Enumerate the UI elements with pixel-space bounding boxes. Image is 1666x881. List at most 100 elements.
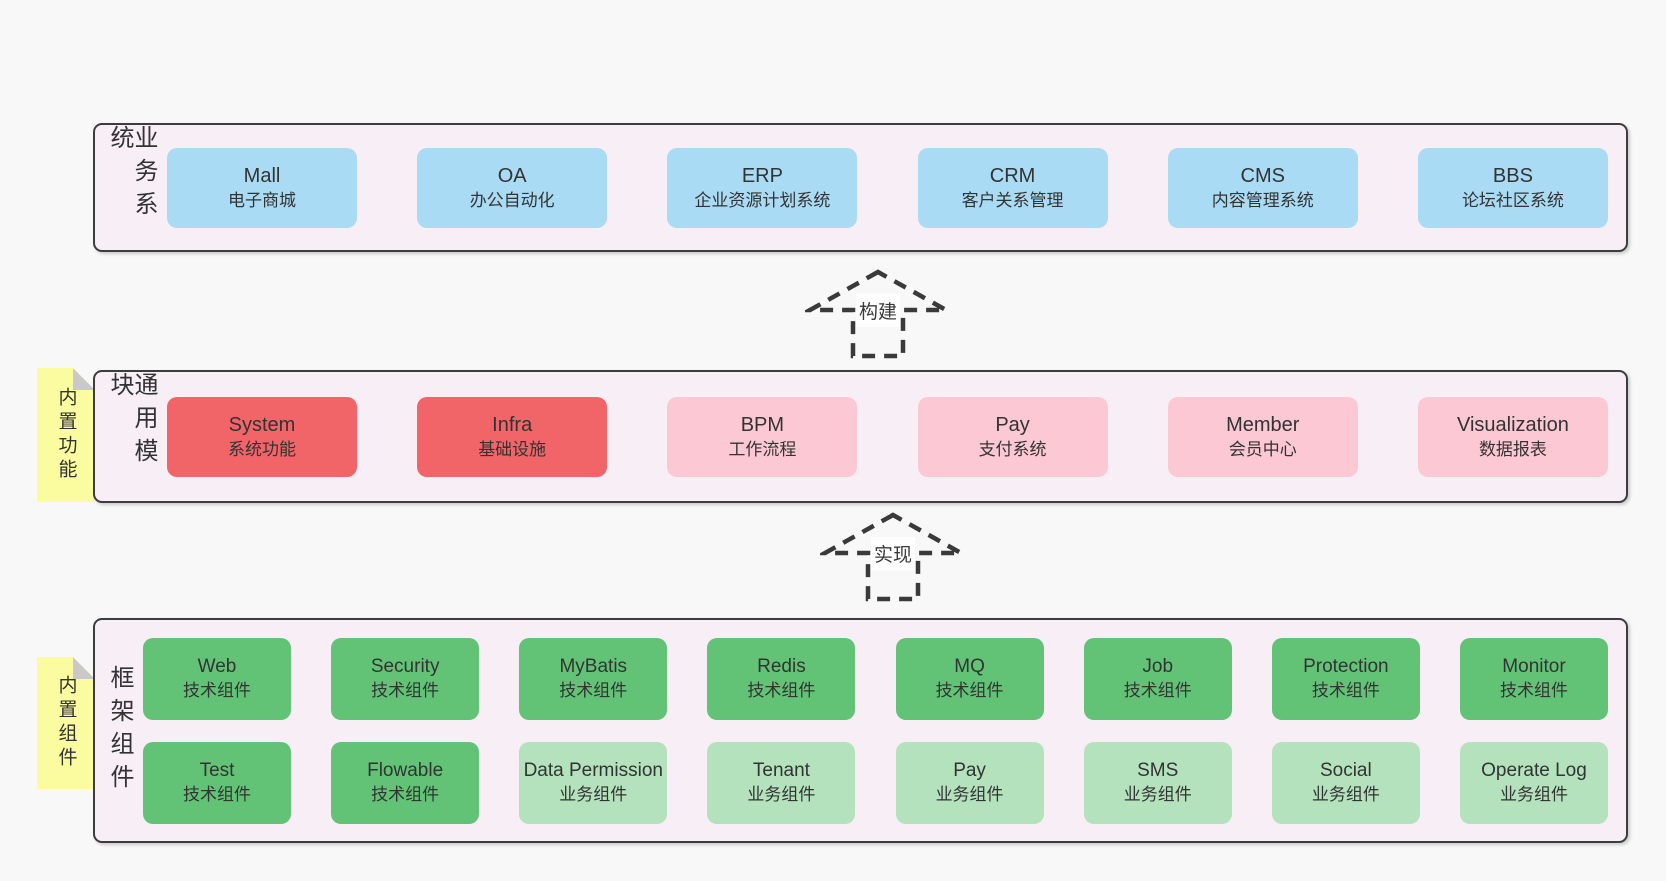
sticky-note-label: 内置组件 xyxy=(55,675,77,771)
box-subtitle: 会员中心 xyxy=(1228,439,1297,459)
box-data-permission: Data Permission 业务组件 xyxy=(519,741,668,824)
box-title: Data Permission xyxy=(523,760,663,782)
box-subtitle: 技术组件 xyxy=(183,680,251,700)
box-subtitle: 系统功能 xyxy=(228,439,296,459)
box-cms: CMS 内容管理系统 xyxy=(1167,147,1358,228)
box-title: Redis xyxy=(757,656,806,678)
panel-label-common-modules: 通用模块 xyxy=(106,372,157,471)
framework-components-row-2: Test 技术组件 Flowable 技术组件 Data Permission … xyxy=(143,741,1608,824)
box-title: CRM xyxy=(989,164,1036,187)
box-subtitle: 论坛社区系统 xyxy=(1461,190,1564,210)
box-subtitle: 电子商城 xyxy=(228,190,296,210)
box-subtitle: 基础设施 xyxy=(478,439,547,459)
box-visualization: Visualization 数据报表 xyxy=(1417,396,1608,477)
box-subtitle: 技术组件 xyxy=(1499,680,1568,700)
box-subtitle: 业务组件 xyxy=(1499,784,1568,804)
box-subtitle: 业务组件 xyxy=(1311,784,1380,804)
sticky-note-built-in-features: 内置功能 xyxy=(37,368,95,502)
box-subtitle: 技术组件 xyxy=(371,680,440,700)
box-flowable: Flowable 技术组件 xyxy=(331,741,480,824)
arrow-up-dashed-icon xyxy=(820,512,966,602)
box-oa: OA 办公自动化 xyxy=(417,147,608,228)
box-bpm: BPM 工作流程 xyxy=(667,396,858,477)
panel-label-business-systems: 业务系统 xyxy=(106,125,157,224)
panel-label-framework-components: 框架组件 xyxy=(106,664,133,797)
box-subtitle: 业务组件 xyxy=(935,784,1004,804)
box-system: System 系统功能 xyxy=(167,396,357,477)
box-social: Social 业务组件 xyxy=(1271,741,1420,824)
box-title: ERP xyxy=(741,164,783,187)
box-subtitle: 技术组件 xyxy=(183,784,251,804)
box-title: Monitor xyxy=(1502,656,1566,678)
box-tenant: Tenant 业务组件 xyxy=(707,741,856,824)
box-title: Infra xyxy=(492,413,533,436)
panel-common-modules: 通用模块 System 系统功能 Infra 基础设施 BPM 工作流程 Pay… xyxy=(93,370,1628,503)
framework-components-row-1: Web 技术组件 Security 技术组件 MyBatis 技术组件 Redi… xyxy=(143,637,1608,720)
box-subtitle: 技术组件 xyxy=(1311,680,1380,700)
box-subtitle: 技术组件 xyxy=(1123,680,1192,700)
box-title: Social xyxy=(1319,760,1372,782)
box-subtitle: 数据报表 xyxy=(1478,439,1547,459)
box-title: Visualization xyxy=(1456,413,1569,436)
box-title: Pay xyxy=(953,760,986,782)
box-title: Security xyxy=(370,656,440,678)
box-subtitle: 客户关系管理 xyxy=(961,190,1064,210)
box-mq: MQ 技术组件 xyxy=(895,637,1044,720)
box-title: MyBatis xyxy=(559,656,628,678)
box-title: Protection xyxy=(1303,656,1389,678)
common-modules-row: System 系统功能 Infra 基础设施 BPM 工作流程 Pay 支付系统… xyxy=(157,396,1626,477)
box-title: Operate Log xyxy=(1481,760,1587,782)
box-title: SMS xyxy=(1137,760,1179,782)
box-web: Web 技术组件 xyxy=(143,637,291,720)
box-title: Test xyxy=(199,760,235,782)
box-security: Security 技术组件 xyxy=(331,637,480,720)
box-crm: CRM 客户关系管理 xyxy=(917,147,1108,228)
box-redis: Redis 技术组件 xyxy=(707,637,856,720)
box-title: BPM xyxy=(740,413,785,436)
box-subtitle: 企业资源计划系统 xyxy=(694,190,831,210)
box-title: OA xyxy=(497,164,527,187)
box-subtitle: 内容管理系统 xyxy=(1211,190,1314,210)
box-title: Mall xyxy=(243,164,281,187)
business-systems-row: Mall 电子商城 OA 办公自动化 ERP 企业资源计划系统 CRM 客户关系… xyxy=(157,147,1626,228)
box-protection: Protection 技术组件 xyxy=(1271,637,1420,720)
box-title: System xyxy=(228,413,296,436)
box-title: Job xyxy=(1142,656,1174,678)
box-title: Flowable xyxy=(367,760,444,782)
box-mall: Mall 电子商城 xyxy=(167,147,357,228)
box-monitor: Monitor 技术组件 xyxy=(1459,637,1608,720)
arrow-implement: 实现 xyxy=(820,511,966,603)
box-title: BBS xyxy=(1492,164,1533,187)
arrow-up-dashed-icon xyxy=(805,269,951,359)
box-subtitle: 支付系统 xyxy=(978,439,1047,459)
box-pay-system: Pay 支付系统 xyxy=(917,396,1108,477)
box-subtitle: 业务组件 xyxy=(1123,784,1192,804)
box-erp: ERP 企业资源计划系统 xyxy=(667,147,858,228)
box-subtitle: 技术组件 xyxy=(747,680,816,700)
arrow-build: 构建 xyxy=(805,268,951,360)
box-title: Member xyxy=(1226,413,1300,436)
box-subtitle: 工作流程 xyxy=(728,439,797,459)
box-bbs: BBS 论坛社区系统 xyxy=(1417,147,1608,228)
box-mybatis: MyBatis 技术组件 xyxy=(519,637,668,720)
arrow-label: 实现 xyxy=(870,537,916,570)
box-operate-log: Operate Log 业务组件 xyxy=(1459,741,1608,824)
box-infra: Infra 基础设施 xyxy=(417,396,608,477)
box-subtitle: 业务组件 xyxy=(747,784,816,804)
box-title: Pay xyxy=(995,413,1030,436)
box-subtitle: 办公自动化 xyxy=(469,190,555,210)
box-test: Test 技术组件 xyxy=(143,741,291,824)
box-title: Tenant xyxy=(752,760,810,782)
arrow-label: 构建 xyxy=(855,294,901,327)
box-job: Job 技术组件 xyxy=(1083,637,1232,720)
panel-business-systems: 业务系统 Mall 电子商城 OA 办公自动化 ERP 企业资源计划系统 CRM… xyxy=(93,123,1628,252)
box-subtitle: 技术组件 xyxy=(371,784,440,804)
box-subtitle: 业务组件 xyxy=(559,784,628,804)
panel-framework-components: 框架组件 Web 技术组件 Security 技术组件 MyBatis 技术组件… xyxy=(93,618,1628,843)
box-member: Member 会员中心 xyxy=(1167,396,1358,477)
box-sms: SMS 业务组件 xyxy=(1083,741,1232,824)
box-title: CMS xyxy=(1240,164,1285,187)
box-pay-component: Pay 业务组件 xyxy=(895,741,1044,824)
box-title: MQ xyxy=(954,656,985,678)
